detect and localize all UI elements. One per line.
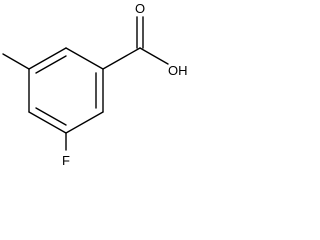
carboxyl-bond [102,47,141,70]
ring-double-bond-inner-top [35,55,67,74]
ring-double-bond-inner-bottom [35,107,67,126]
molecule-structure: O OH F [2,1,188,168]
structure-canvas: O OH F [0,0,194,178]
bonds-group [2,16,169,151]
fluorine-label: F [62,153,70,168]
carbonyl-oxygen-label: O [135,1,145,16]
hydroxyl-label: OH [168,63,188,78]
hydroxyl-bond [139,47,169,65]
ring-bond-c6-c1 [28,47,67,70]
ring-bond-c3-c4 [65,111,104,134]
methyl-bond [2,53,30,70]
ring-bond-c1-c2 [65,47,104,70]
ring-bond-c4-c5 [28,111,67,134]
